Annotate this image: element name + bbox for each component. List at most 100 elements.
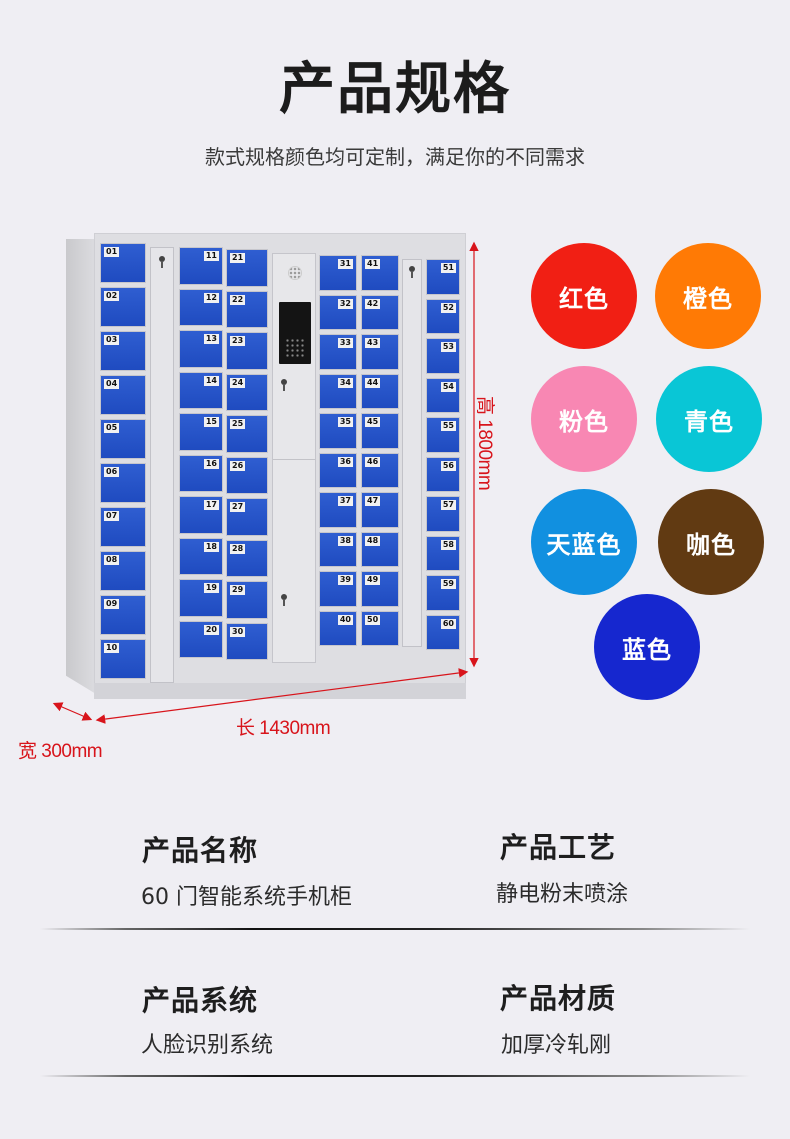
locker-number: 33	[337, 338, 353, 348]
locker-number: 51	[440, 263, 456, 273]
color-swatch-cyan[interactable]: 青色	[656, 366, 762, 472]
locker-number: 22	[230, 294, 246, 305]
locker-number: 31	[337, 259, 353, 269]
locker-number: 10	[104, 643, 120, 653]
locker-door: 49	[361, 571, 399, 607]
locker-door: 22	[226, 290, 268, 328]
locker-door: 25	[226, 415, 268, 453]
locker-number: 45	[365, 417, 381, 427]
divider-line	[40, 928, 750, 930]
locker-door: 03	[100, 331, 146, 371]
locker-door: 47	[361, 492, 399, 528]
locker-number: 23	[230, 336, 246, 346]
locker-number: 15	[203, 417, 219, 427]
locker-number: 36	[337, 456, 353, 467]
keypad-icon	[285, 338, 305, 358]
locker-number: 57	[440, 500, 456, 510]
locker-number: 06	[104, 467, 120, 477]
locker-door: 48	[361, 531, 399, 567]
locker-number: 55	[440, 421, 456, 431]
locker-door: 13	[179, 330, 223, 368]
locker-number: 59	[440, 579, 456, 589]
locker-door: 30	[226, 622, 268, 660]
color-swatch-blue[interactable]: 蓝色	[594, 594, 700, 700]
color-swatch-sky-blue[interactable]: 天蓝色	[531, 489, 637, 595]
locker-number: 44	[365, 377, 381, 388]
locker-door: 59	[426, 575, 460, 611]
locker-number: 19	[203, 583, 219, 593]
locker-number: 42	[365, 298, 381, 309]
locker-door: 45	[361, 413, 399, 449]
color-swatch-red[interactable]: 红色	[531, 243, 637, 349]
locker-door: 17	[179, 496, 223, 534]
locker-number: 47	[365, 496, 381, 506]
locker-number: 08	[104, 555, 120, 565]
locker-door: 10	[100, 639, 146, 679]
locker-door: 57	[426, 496, 460, 532]
locker-door: 20	[179, 620, 223, 658]
swatch-label: 粉色	[559, 407, 609, 436]
locker-number: 03	[104, 335, 120, 345]
locker-door: 41	[361, 255, 399, 291]
swatch-label: 橙色	[683, 284, 733, 313]
locker-number: 01	[104, 247, 120, 257]
locker-number: 12	[203, 292, 219, 303]
locker-number: 46	[365, 456, 381, 467]
locker-door: 05	[100, 419, 146, 459]
locker-number: 25	[230, 419, 246, 429]
locker-door: 52	[426, 298, 460, 334]
locker-number: 04	[104, 379, 120, 389]
color-swatch-pink[interactable]: 粉色	[531, 366, 637, 472]
locker-door: 14	[179, 371, 223, 409]
locker-door: 44	[361, 373, 399, 409]
locker-door: 33	[319, 334, 357, 370]
locker-number: 24	[230, 377, 246, 388]
spec-label-process: 产品工艺	[500, 831, 617, 864]
locker-door: 07	[100, 507, 146, 547]
locker-door: 01	[100, 243, 146, 283]
locker-door: 09	[100, 595, 146, 635]
locker-number: 58	[440, 539, 456, 550]
page-subtitle: 款式规格颜色均可定制，满足你的不同需求	[205, 145, 585, 169]
spec-label-product-name: 产品名称	[142, 834, 259, 867]
spec-label-material: 产品材质	[500, 982, 617, 1015]
swatch-label: 青色	[684, 407, 734, 436]
spec-value-system: 人脸识别系统	[141, 1033, 274, 1058]
locker-number: 11	[203, 251, 219, 261]
lock-icon	[409, 266, 415, 278]
locker-door: 38	[319, 531, 357, 567]
locker-number: 26	[230, 460, 246, 471]
color-swatch-orange[interactable]: 橙色	[655, 243, 761, 349]
locker-door: 31	[319, 255, 357, 291]
swatch-label: 天蓝色	[546, 530, 622, 559]
locker-number: 37	[337, 496, 353, 506]
locker-number: 52	[440, 302, 456, 313]
control-panel	[272, 253, 316, 663]
locker-number: 53	[440, 342, 456, 352]
locker-number: 13	[203, 334, 219, 344]
locker-door: 27	[226, 498, 268, 536]
locker-number: 50	[365, 614, 381, 625]
locker-number: 27	[230, 502, 246, 512]
locker-door: 42	[361, 294, 399, 330]
color-swatch-brown[interactable]: 咖色	[658, 489, 764, 595]
locker-door: 19	[179, 579, 223, 617]
cabinet-side	[66, 239, 96, 694]
swatch-label: 红色	[559, 284, 609, 313]
swatch-label: 蓝色	[622, 635, 672, 664]
locker-door: 12	[179, 288, 223, 326]
locker-number: 39	[337, 575, 353, 585]
lock-icon	[281, 379, 287, 391]
spec-value-material: 加厚冷轧刚	[501, 1033, 612, 1058]
locker-door: 28	[226, 539, 268, 577]
locker-number: 09	[104, 599, 120, 609]
locker-door: 54	[426, 377, 460, 413]
locker-door: 51	[426, 259, 460, 295]
locker-number: 32	[337, 298, 353, 309]
locker-door: 35	[319, 413, 357, 449]
locker-number: 43	[365, 338, 381, 348]
locker-number: 20	[203, 624, 219, 635]
locker-door: 46	[361, 452, 399, 488]
locker-number: 49	[365, 575, 381, 585]
locker-number: 28	[230, 543, 246, 554]
